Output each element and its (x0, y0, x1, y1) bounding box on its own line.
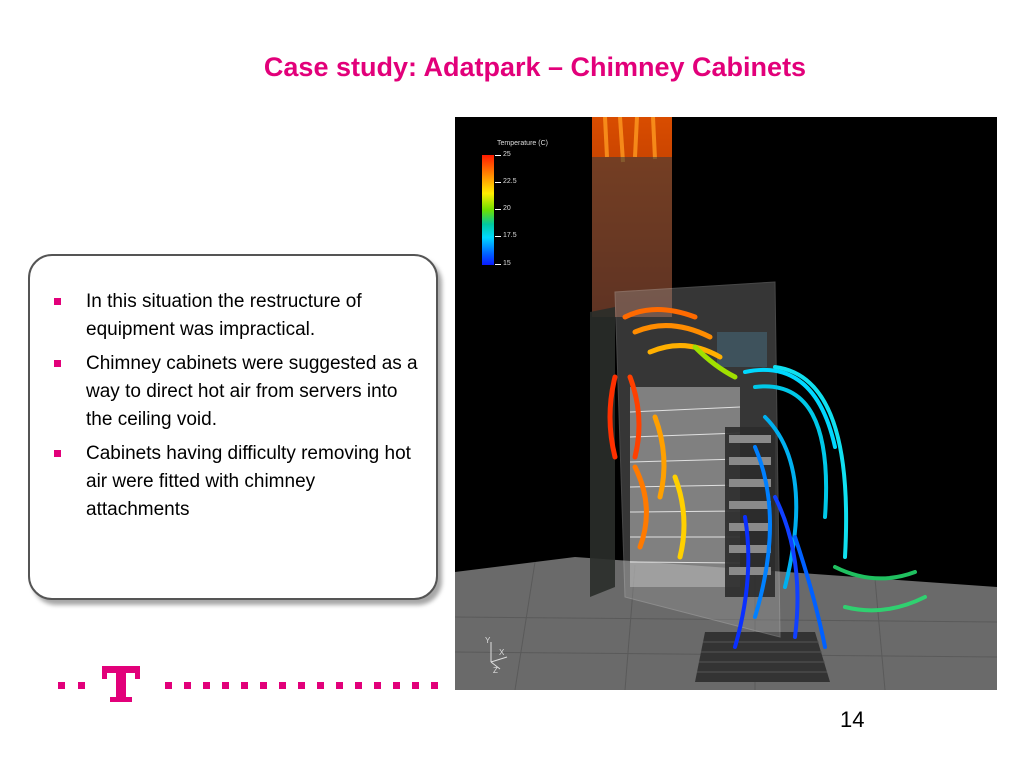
page-number: 14 (840, 707, 865, 732)
floor-grille (695, 632, 830, 682)
legend-label: 22.5 (503, 178, 517, 185)
bullet-text: Cabinets having difficulty removing hot … (86, 443, 411, 520)
legend-title: Temperature (C) (497, 140, 548, 147)
axis-z-label: Z (493, 666, 498, 675)
cfd-render: Y X Z (455, 117, 997, 690)
bullet-item: Cabinets having difficulty removing hot … (50, 440, 420, 524)
legend-label: 17.5 (503, 232, 517, 239)
hot-airflow-streams (607, 307, 738, 560)
bullet-textbox: In this situation the restructure of equ… (28, 254, 438, 600)
legend-label: 25 (503, 151, 511, 158)
legend-label: 20 (503, 205, 511, 212)
telekom-logo (58, 666, 438, 702)
bullet-marker-icon (54, 360, 61, 367)
axis-triad (490, 642, 508, 670)
adjacent-cabinet (590, 307, 615, 597)
cfd-simulation-image: Y X Z Temperature (C) 25 22.5 20 17.5 15 (455, 117, 997, 690)
bullet-marker-icon (54, 450, 61, 457)
axis-y-label: Y (485, 636, 491, 645)
axis-x-label: X (499, 648, 505, 657)
bullet-item: In this situation the restructure of equ… (50, 288, 420, 344)
temperature-color-scale (482, 155, 494, 265)
bullet-marker-icon (54, 298, 61, 305)
legend-label: 15 (503, 260, 511, 267)
bullet-list: In this situation the restructure of equ… (50, 288, 420, 530)
slide-title: Case study: Adatpark – Chimney Cabinets (263, 52, 807, 82)
bullet-item: Chimney cabinets were suggested as a way… (50, 350, 420, 434)
bullet-text: In this situation the restructure of equ… (86, 291, 362, 340)
bullet-text: Chimney cabinets were suggested as a way… (86, 353, 418, 430)
cool-airflow-streams (733, 365, 927, 649)
